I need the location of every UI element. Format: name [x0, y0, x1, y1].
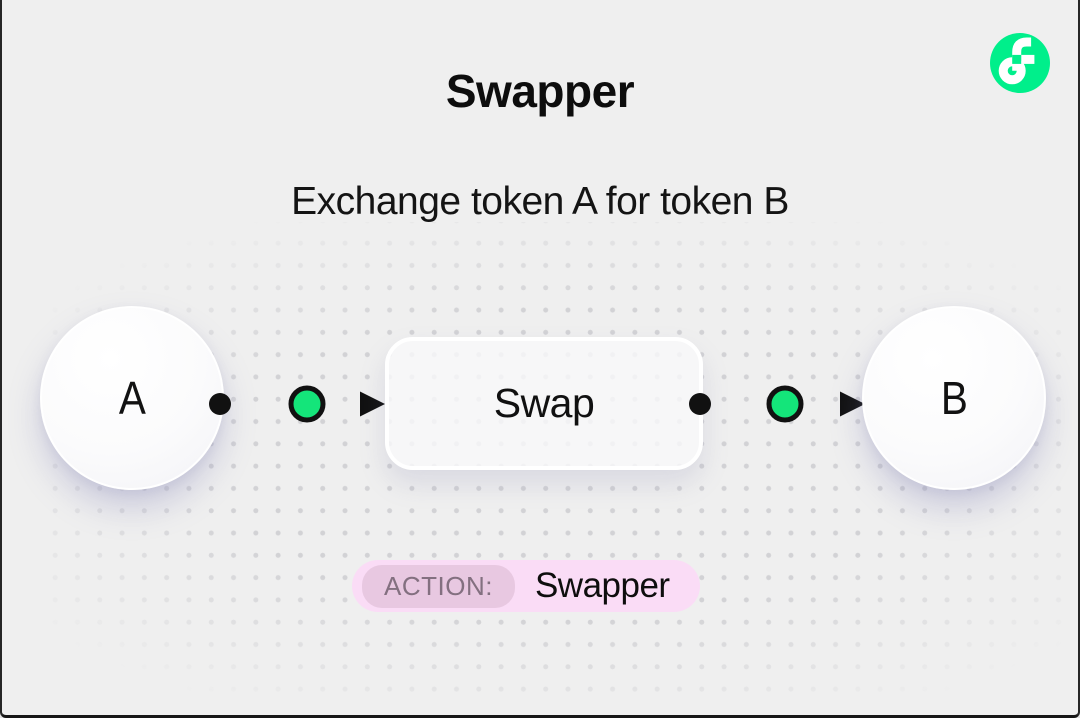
flow-logo-icon — [990, 33, 1050, 93]
connector-arrow-left — [209, 385, 385, 423]
arrowhead-icon — [360, 391, 385, 417]
flow-logo-crossbar — [1021, 54, 1035, 64]
action-badge: ACTION: Swapper — [352, 560, 700, 612]
arrowhead-icon — [840, 391, 865, 417]
action-badge-value: Swapper — [534, 566, 670, 605]
page-subtitle: Exchange token A for token B — [291, 180, 789, 223]
action-badge-label: ACTION: — [362, 564, 515, 608]
token-b-label: B — [940, 372, 968, 424]
flow-logo-notch — [1012, 54, 1022, 64]
black-dot-icon — [209, 393, 231, 415]
token-b-node: B — [862, 306, 1046, 490]
black-dot-icon — [689, 393, 711, 415]
swap-process-node: Swap — [385, 337, 703, 470]
green-dot-icon — [766, 385, 804, 423]
token-a-node: A — [40, 306, 224, 490]
green-dot-icon — [288, 385, 326, 423]
connector-arrow-right — [689, 385, 865, 423]
page-title: Swapper — [445, 65, 635, 117]
swap-process-label: Swap — [493, 380, 595, 426]
token-a-label: A — [118, 372, 146, 424]
flow-logo-stem — [1012, 37, 1032, 71]
